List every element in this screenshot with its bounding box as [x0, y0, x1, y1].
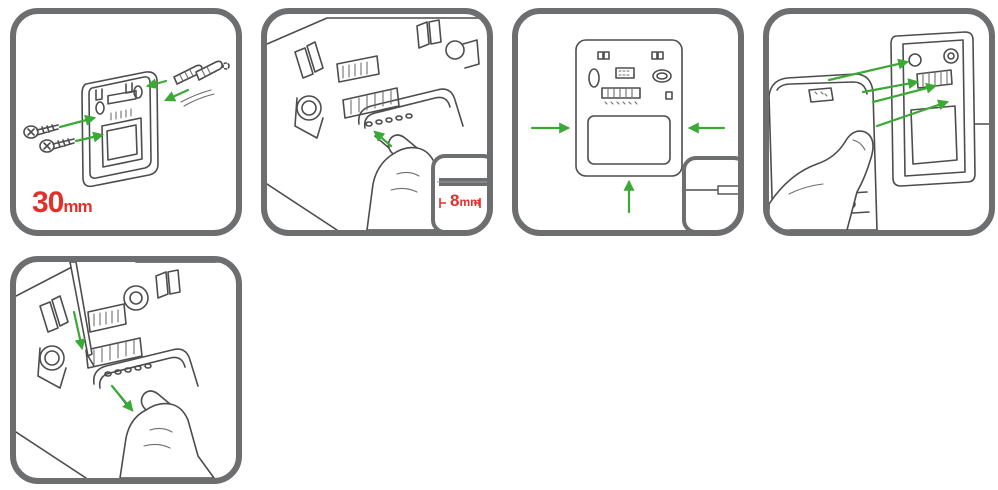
step-3-illustration: [530, 39, 738, 230]
screwdriver-icon: [69, 262, 95, 367]
step-4-illustration: [769, 31, 989, 230]
step-1-panel: 30mm: [10, 8, 242, 236]
hand-icon: [119, 390, 215, 478]
screw-length-label: 30mm: [32, 186, 93, 219]
step-5-illustration: [16, 262, 236, 478]
arrow-icon: [58, 78, 190, 143]
mounting-plate-icon: [890, 31, 989, 187]
step-4-panel: [763, 8, 995, 236]
screw-icon: [23, 124, 75, 153]
wall-plug-icon: [173, 60, 230, 107]
arrow-icon: [373, 130, 393, 148]
strip-length-label: 8mm: [450, 191, 481, 210]
step-2-panel: 8mm: [261, 8, 493, 236]
mounting-plate-icon: [575, 39, 683, 177]
wire-callout: [682, 156, 738, 230]
step-2-illustration: [267, 17, 487, 230]
arrow-icon: [72, 310, 134, 412]
mounting-plate-icon: [81, 71, 159, 188]
step-1-illustration: [23, 60, 230, 188]
mounting-plate-icon: [16, 262, 236, 478]
step-5-panel: [10, 256, 242, 484]
hand-icon: [769, 130, 874, 230]
step-3-panel: [512, 8, 744, 236]
arrow-icon: [827, 58, 950, 128]
arrow-icon: [530, 122, 726, 214]
strip-length-callout: [431, 154, 487, 230]
mounting-plate-icon: [267, 17, 487, 230]
